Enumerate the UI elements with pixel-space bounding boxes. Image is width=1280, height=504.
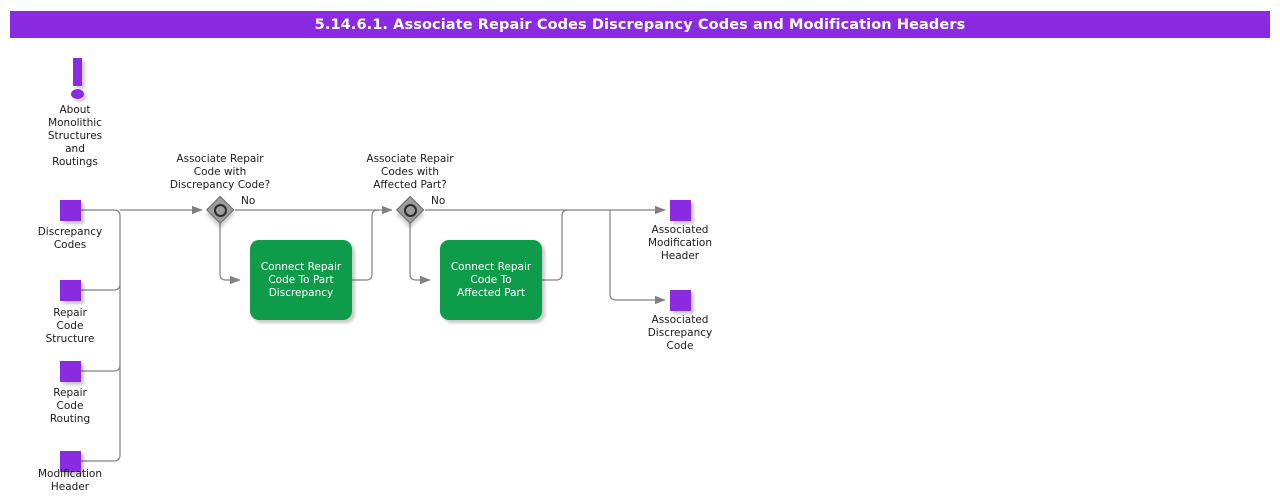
label-modification-header: Modification Header — [38, 468, 102, 493]
label-discrepancy-codes: Discrepancy Codes — [37, 226, 103, 251]
page-title: 5.14.6.1. Associate Repair Codes Discrep… — [314, 16, 966, 33]
gateway-ring-icon — [214, 204, 227, 217]
task-connect-repair-code-to-part-discrepancy[interactable]: Connect Repair Code To Part Discrepancy — [250, 240, 352, 320]
note-label: About Monolithic Structures and Routings — [47, 104, 103, 168]
connector-gateway1-yes-to-task1 — [219, 223, 241, 285]
data-object-associated-discrepancy-code[interactable] — [670, 290, 691, 311]
connector-task2-merge — [542, 209, 569, 281]
task-label: Connect Repair Code To Affected Part — [450, 260, 532, 299]
gateway-1-question: Associate Repair Code with Discrepancy C… — [169, 153, 271, 191]
exclamation-bar-icon — [73, 58, 82, 86]
gateway-ring-icon — [404, 204, 417, 217]
label-repair-code-structure: Repair Code Structure — [45, 307, 95, 345]
exclamation-dot-icon — [71, 89, 84, 99]
data-object-repair-code-structure[interactable] — [60, 280, 81, 301]
gateway-2-question: Associate Repair Codes with Affected Par… — [366, 153, 454, 191]
data-object-repair-code-routing[interactable] — [60, 361, 81, 382]
gateway-2-flow-label-no: No — [431, 195, 446, 207]
connector-repair-structure — [81, 283, 121, 291]
gateway-1-flow-label-no: No — [241, 195, 256, 207]
data-object-discrepancy-codes[interactable] — [60, 200, 81, 221]
label-associated-modification-header: Associated Modification Header — [648, 224, 712, 262]
note-exclamation-icon — [62, 58, 92, 104]
inclusive-gateway-icon-1[interactable] — [206, 196, 235, 225]
data-object-modification-header[interactable] — [60, 451, 81, 472]
task-label: Connect Repair Code To Part Discrepancy — [260, 260, 342, 299]
label-repair-code-routing: Repair Code Routing — [49, 387, 91, 425]
connector-repair-routing — [81, 364, 121, 372]
data-object-associated-modification-header[interactable] — [670, 200, 691, 221]
inclusive-gateway-icon-2[interactable] — [396, 196, 425, 225]
connector-task1-to-gateway2 — [352, 209, 379, 281]
connector-gateway2-yes-to-task2 — [409, 223, 431, 285]
label-associated-discrepancy-code: Associated Discrepancy Code — [647, 314, 713, 352]
task-connect-repair-code-to-affected-part[interactable]: Connect Repair Code To Affected Part — [440, 240, 542, 320]
page-title-bar: 5.14.6.1. Associate Repair Codes Discrep… — [10, 11, 1270, 38]
